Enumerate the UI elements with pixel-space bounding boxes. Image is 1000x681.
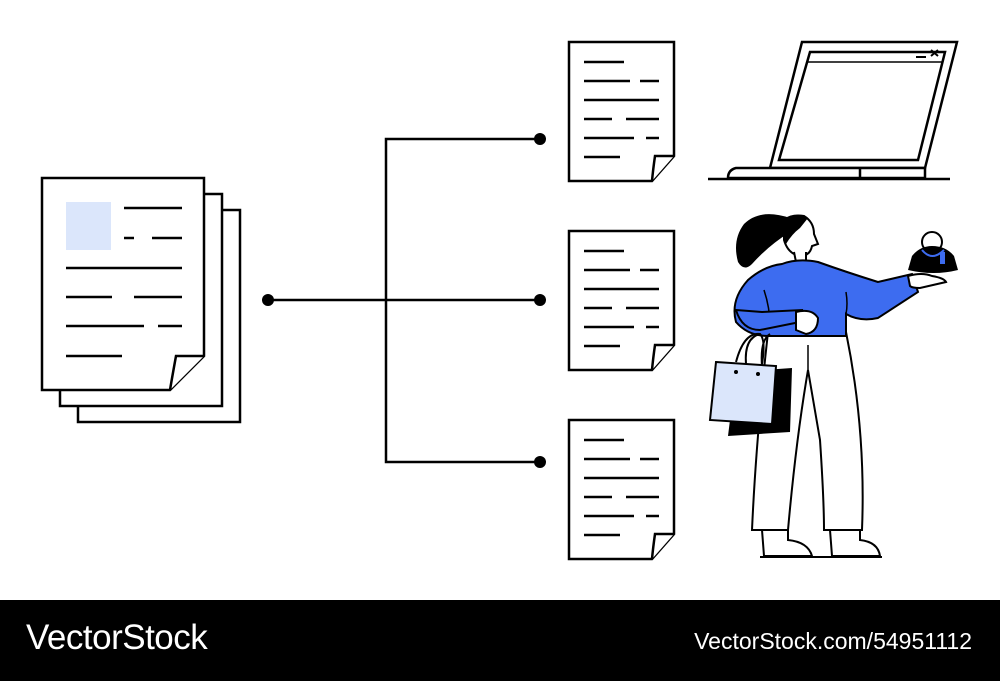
document-icon <box>567 40 676 183</box>
illustration <box>40 40 959 561</box>
document-icon <box>567 229 676 372</box>
shopping-bag-icon <box>708 332 792 436</box>
image-id: VectorStock.com/54951112 <box>694 628 972 654</box>
brand-logo: VectorStock <box>26 618 208 657</box>
document-icon <box>567 418 676 561</box>
connector-tree <box>268 137 540 464</box>
footer-bar: VectorStock VectorStock.com/54951112 <box>0 600 1000 681</box>
handbag-icon <box>908 231 958 273</box>
connector-dots <box>262 133 546 468</box>
document-stack-icon <box>40 176 242 424</box>
laptop-icon <box>708 40 959 181</box>
